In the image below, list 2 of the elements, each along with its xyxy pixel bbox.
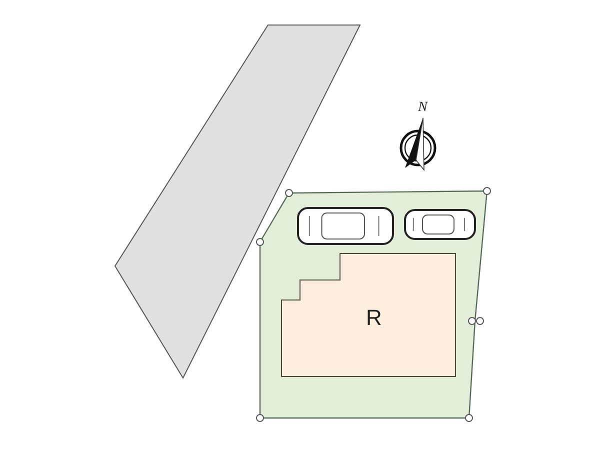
building-label: R bbox=[366, 305, 382, 331]
north-label: N bbox=[418, 100, 428, 116]
